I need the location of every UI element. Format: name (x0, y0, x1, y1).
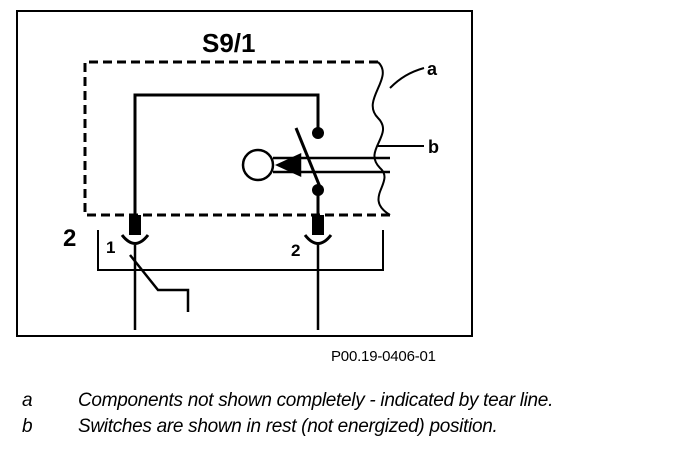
switch-actuator (241, 148, 390, 182)
callout-label-a: a (427, 59, 438, 79)
callout-label-b: b (428, 137, 439, 157)
legend-text: Switches are shown in rest (not energize… (78, 416, 498, 437)
diagram-frame (16, 10, 473, 337)
internal-wiring (133, 93, 320, 215)
connector-pin-2 (303, 215, 333, 245)
callout-leader-a (389, 67, 425, 89)
component-boundary (83, 60, 390, 217)
pin-label-1: 1 (106, 238, 115, 257)
legend-key: a (22, 390, 33, 411)
external-wiring (129, 245, 320, 330)
legend: a Components not shown completely - indi… (22, 390, 682, 442)
connector-bracket (97, 230, 384, 271)
switch-arm (294, 127, 324, 193)
tear-line (371, 61, 391, 216)
legend-item: a Components not shown completely - indi… (22, 390, 682, 416)
legend-item: b Switches are shown in rest (not energi… (22, 416, 682, 442)
legend-text: Components not shown completely - indica… (78, 390, 554, 411)
legend-key: b (22, 416, 33, 437)
switch-contact-upper (312, 127, 324, 139)
reference-code: P00.19-0406-01 (331, 348, 436, 365)
pin-label-2: 2 (291, 241, 300, 260)
component-label: S9/1 (202, 28, 256, 58)
connector-label: 2 (63, 225, 76, 252)
connector-pin-1 (120, 215, 150, 245)
